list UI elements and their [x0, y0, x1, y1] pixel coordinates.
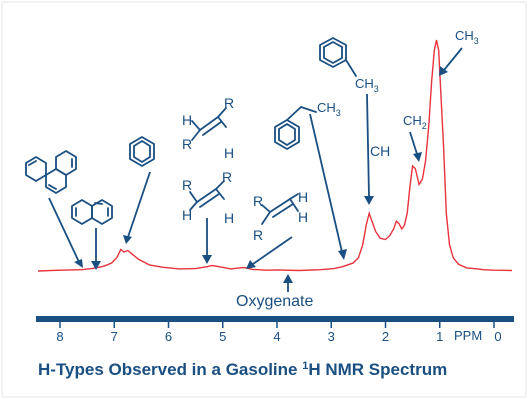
spectrum-line: [37, 39, 513, 272]
axis-tick-label: 7: [111, 329, 118, 344]
axis-tick-label: 3: [328, 329, 335, 344]
benzene-icon: [129, 136, 155, 167]
gem-h-label-1: H: [298, 189, 308, 205]
trans-alkene-icon: H R R H: [182, 95, 234, 161]
naphthalene-icon: [71, 199, 113, 225]
trans-r-label-2: R: [224, 95, 234, 111]
tri-r-label-1: R: [182, 177, 192, 193]
phenanthrene-icon: [25, 150, 77, 194]
gem-r-label-1: R: [253, 193, 263, 209]
oxygenate-label: Oxygenate: [236, 293, 313, 310]
toluene-icon: CH3: [319, 37, 379, 94]
ethylbenzene-ch3-label: CH3: [317, 100, 341, 118]
trans-h-label-2: H: [224, 145, 234, 161]
title-suffix: H NMR Spectrum: [308, 360, 447, 379]
axis-tick-label: 8: [56, 329, 63, 344]
title-main: H-Types Observed in a Gasoline: [38, 360, 298, 379]
annotation-arrows: [48, 47, 463, 292]
trans-h-label-1: H: [182, 112, 192, 128]
ethylbenzene-icon: CH3: [274, 100, 341, 150]
gem-r-label-2: R: [253, 227, 263, 243]
methine-label: CH: [370, 143, 390, 159]
tri-h-label-2: H: [224, 210, 234, 226]
methylene-label: CH2: [403, 113, 427, 131]
axis-tick-label: 2: [382, 329, 389, 344]
axis-label: PPM: [454, 328, 482, 343]
trans-r-label-1: R: [182, 136, 192, 152]
axis-tick-label: 5: [219, 329, 226, 344]
axis-tick-label: 4: [273, 329, 280, 344]
tri-h-label-1: H: [182, 207, 192, 223]
gem-h-label-2: H: [298, 209, 308, 225]
axis-tick-label: 6: [165, 329, 172, 344]
title-superscript: 1: [302, 360, 308, 372]
tri-r-label-2: R: [222, 169, 232, 185]
chart-title: H-Types Observed in a Gasoline 1H NMR Sp…: [38, 360, 447, 379]
axis-tick-label: 0: [494, 329, 501, 344]
toluene-ch3-label: CH3: [355, 76, 379, 94]
trisubstituted-alkene-icon: R H R H: [182, 169, 234, 226]
ppm-axis-bar: [36, 316, 514, 322]
axis-ticks: 8 7 6 5 4 3 2 1 0: [56, 322, 502, 344]
gem-alkene-icon: R R H H: [253, 189, 308, 243]
axis-tick-label: 1: [436, 329, 443, 344]
methyl-label: CH3: [455, 28, 479, 46]
